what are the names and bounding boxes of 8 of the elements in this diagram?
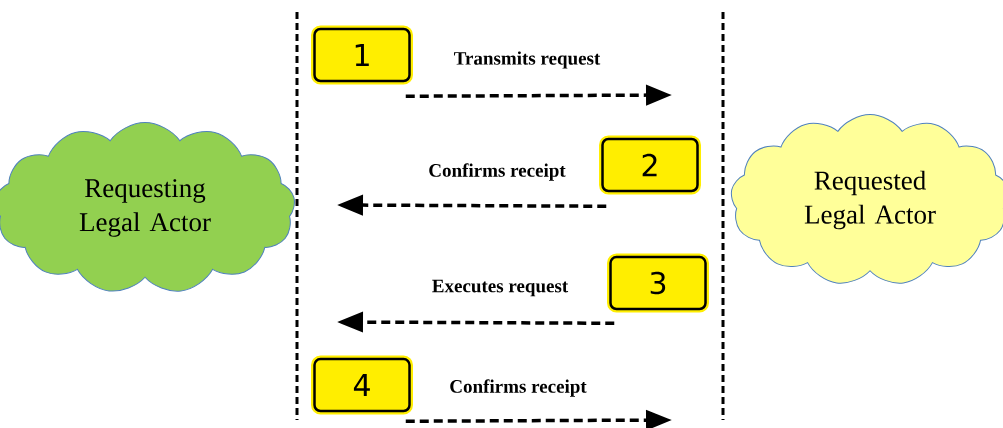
step-badge: 1 (311, 25, 413, 85)
edge-label: Confirms receipt (427, 162, 567, 182)
edge-label: Confirms receipt (448, 378, 588, 398)
step-badge: 3 (607, 253, 709, 313)
edge-label: Executes request (430, 278, 570, 298)
step-badge: 2 (599, 135, 701, 195)
edge-label: Transmits request (452, 50, 602, 70)
step-badge: 4 (311, 355, 413, 415)
